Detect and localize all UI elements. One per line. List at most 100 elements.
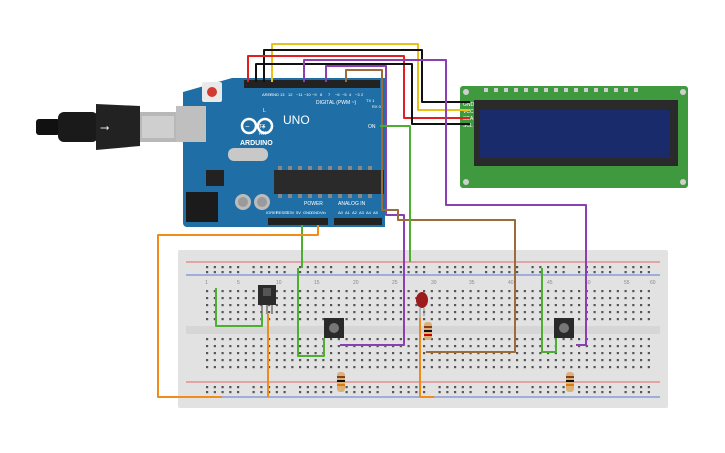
- arduino-uno-board[interactable]: − + UNO ARDUINO ON DIGITAL (PWM ~) ANALO…: [176, 78, 385, 227]
- breadboard-hole: [384, 352, 387, 355]
- pin-label-gnd: GND: [270, 92, 279, 97]
- breadboard-hole: [632, 345, 635, 348]
- lcd-i2c-module[interactable]: GND VCC SDA SCL: [460, 86, 688, 188]
- breadboard-hole: [485, 271, 488, 274]
- breadboard-hole: [485, 304, 488, 307]
- breadboard-hole: [647, 266, 650, 269]
- breadboard-hole: [229, 271, 232, 274]
- breadboard-hole: [531, 345, 534, 348]
- breadboard-hole: [531, 311, 534, 314]
- breadboard-hole: [268, 345, 271, 348]
- breadboard-hole: [547, 266, 550, 269]
- breadboard-hole: [314, 345, 317, 348]
- breadboard-hole: [632, 297, 635, 300]
- wires[interactable]: [157, 43, 587, 398]
- rx-label: RX: [259, 131, 267, 137]
- resistor-led[interactable]: [424, 322, 432, 340]
- temperature-sensor[interactable]: [258, 285, 276, 314]
- breadboard-hole: [399, 290, 402, 293]
- breadboard-hole: [516, 311, 519, 314]
- breadboard-hole: [477, 352, 480, 355]
- breadboard-hole: [570, 290, 573, 293]
- breadboard-hole: [283, 311, 286, 314]
- breadboard-hole: [609, 338, 612, 341]
- wire-red-vcc[interactable]: [247, 55, 470, 119]
- breadboard-hole: [570, 297, 573, 300]
- breadboard-hole: [368, 345, 371, 348]
- breadboard-hole: [314, 352, 317, 355]
- breadboard-hole: [539, 304, 542, 307]
- breadboard-hole: [206, 304, 209, 307]
- push-button-1[interactable]: [324, 318, 344, 338]
- pin-label-d3: ~3: [355, 92, 360, 97]
- wire-green-led[interactable]: [380, 125, 411, 262]
- breadboard-hole: [547, 271, 550, 274]
- breadboard-hole: [423, 345, 426, 348]
- pin-label-d7: 7: [328, 92, 331, 97]
- breadboard-hole: [461, 297, 464, 300]
- breadboard-hole: [461, 352, 464, 355]
- breadboard-hole: [640, 352, 643, 355]
- breadboard-hole: [578, 304, 581, 307]
- breadboard-hole: [554, 366, 557, 369]
- breadboard-hole: [593, 304, 596, 307]
- breadboard-hole: [492, 266, 495, 269]
- breadboard-hole: [500, 311, 503, 314]
- wire-brown-sensor[interactable]: [345, 69, 516, 353]
- resistor-button-1[interactable]: [337, 372, 345, 392]
- breadboard-hole: [423, 266, 426, 269]
- usb-icon: ⭢: [100, 120, 110, 134]
- breadboard-hole: [632, 352, 635, 355]
- wire-orange-gnd[interactable]: [157, 225, 319, 398]
- breadboard-hole: [306, 338, 309, 341]
- col-num-35: 35: [469, 280, 475, 286]
- pin-label-aref: AREF: [262, 92, 273, 97]
- breadboard-hole: [237, 318, 240, 321]
- wire-purple-lcd[interactable]: [303, 59, 587, 346]
- wire-purple-button1[interactable]: [325, 65, 405, 346]
- resistor-button-2[interactable]: [566, 372, 574, 392]
- col-num-60: 60: [650, 280, 656, 286]
- breadboard-hole: [407, 352, 410, 355]
- breadboard-hole: [361, 290, 364, 293]
- breadboard-hole: [361, 391, 364, 394]
- breadboard-hole: [609, 386, 612, 389]
- breadboard-hole: [531, 271, 534, 274]
- breadboard-hole: [547, 318, 550, 321]
- wire-green-button2[interactable]: [541, 268, 557, 353]
- breadboard-hole: [500, 352, 503, 355]
- wire-green-sensor[interactable]: [215, 288, 263, 327]
- red-led[interactable]: [416, 292, 428, 318]
- breadboard-hole: [399, 266, 402, 269]
- breadboard-hole: [616, 366, 619, 369]
- breadboard-hole: [647, 304, 650, 307]
- wire-black-gnd[interactable]: [263, 49, 470, 103]
- breadboard-hole: [508, 345, 511, 348]
- breadboard-hole: [454, 266, 457, 269]
- breadboard-hole: [516, 266, 519, 269]
- breadboard-hole: [306, 297, 309, 300]
- breadboard-hole: [283, 386, 286, 389]
- tx-label: TX: [259, 124, 266, 130]
- breadboard-hole: [593, 266, 596, 269]
- breadboard-hole: [415, 359, 418, 362]
- breadboard-hole: [244, 359, 247, 362]
- breadboard-hole: [492, 386, 495, 389]
- breadboard-hole: [376, 271, 379, 274]
- breadboard-hole: [601, 290, 604, 293]
- breadboard-hole: [361, 352, 364, 355]
- wire-black-gnd-2[interactable]: [255, 63, 470, 125]
- breadboard-hole: [570, 311, 573, 314]
- breadboard-hole: [306, 304, 309, 307]
- breadboard-hole: [353, 352, 356, 355]
- push-button-2[interactable]: [554, 318, 574, 338]
- breadboard-hole: [322, 271, 325, 274]
- wire-green-button1[interactable]: [297, 268, 325, 357]
- wire-orange-led[interactable]: [419, 318, 434, 398]
- breadboard[interactable]: 1 5 10 15 20 25 30 35 40 45 50 55 60: [178, 250, 668, 408]
- breadboard-hole: [492, 345, 495, 348]
- breadboard-hole: [531, 266, 534, 269]
- usb-cable[interactable]: ⭢: [36, 104, 176, 150]
- breadboard-hole: [399, 311, 402, 314]
